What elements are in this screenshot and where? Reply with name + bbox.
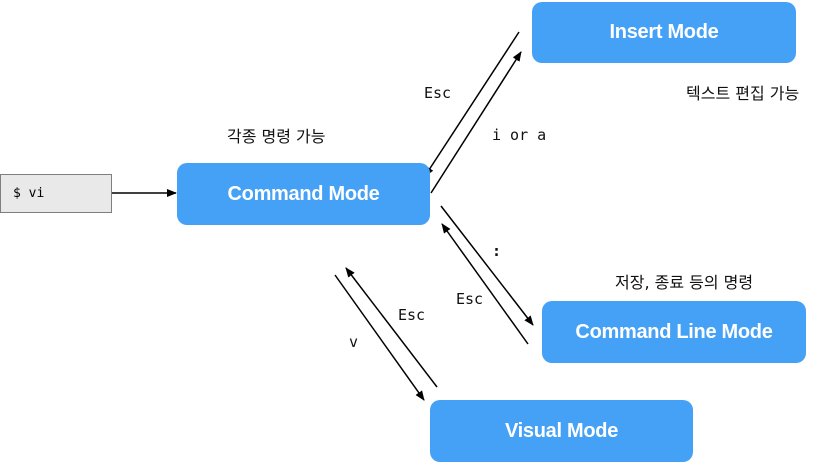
arrow-command-to-insert bbox=[430, 51, 522, 194]
visual-mode-label: Visual Mode bbox=[504, 419, 619, 442]
label-v: v bbox=[349, 333, 359, 351]
command-mode-label: Command Mode bbox=[227, 182, 380, 205]
insert-mode-box: Insert Mode bbox=[532, 2, 796, 63]
command-mode-box: Command Mode bbox=[177, 163, 430, 225]
label-i-or-a: i or a bbox=[492, 126, 547, 144]
insert-mode-label: Insert Mode bbox=[609, 21, 719, 43]
label-colon: : bbox=[492, 242, 502, 260]
arrow-insert-to-command bbox=[424, 31, 520, 177]
arrow-command-to-visual bbox=[334, 274, 425, 401]
command-line-mode-box: Command Line Mode bbox=[542, 301, 806, 363]
visual-mode-box: Visual Mode bbox=[430, 400, 693, 462]
command-line-mode-note: 저장, 종료 등의 명령 bbox=[615, 273, 754, 292]
arrow-command-line-to-command bbox=[441, 223, 529, 345]
arrow-command-to-command-line bbox=[440, 205, 534, 326]
command-line-mode-label: Command Line Mode bbox=[575, 320, 773, 343]
arrow-visual-to-command bbox=[345, 267, 438, 388]
insert-mode-note: 텍스트 편집 가능 bbox=[686, 84, 800, 103]
label-esc-from-insert: Esc bbox=[424, 84, 452, 102]
label-esc-from-command-line: Esc bbox=[456, 290, 484, 308]
terminal-command-text: $ vi bbox=[13, 186, 45, 201]
command-mode-note: 각종 명령 가능 bbox=[227, 127, 326, 146]
terminal-command: $ vi bbox=[0, 174, 112, 213]
label-esc-from-visual: Esc bbox=[398, 306, 426, 324]
